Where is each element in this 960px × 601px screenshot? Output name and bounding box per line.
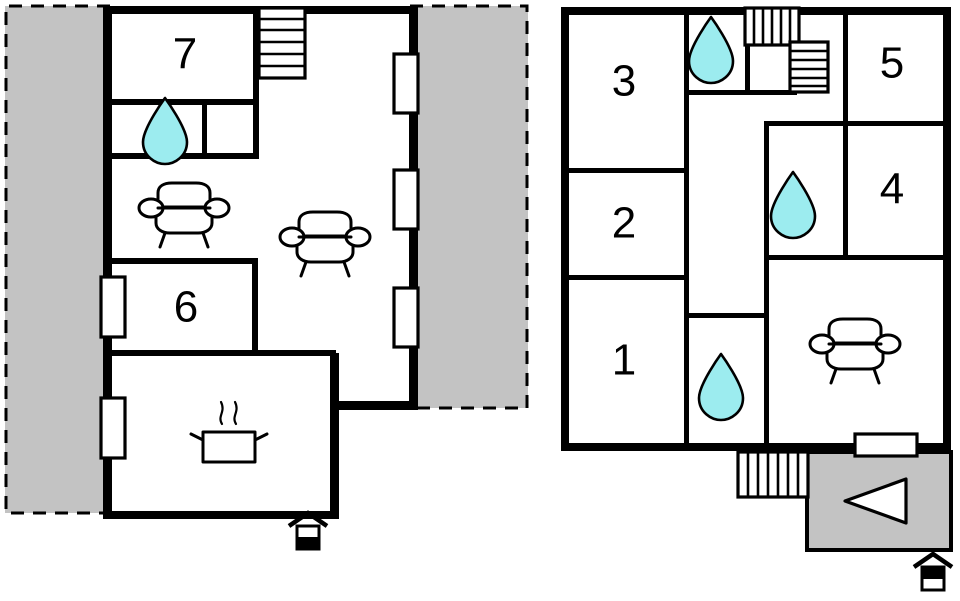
window-bottom-1 xyxy=(853,432,919,458)
water-drop-icon xyxy=(687,15,735,85)
terrace-east xyxy=(410,4,529,410)
window-right-1 xyxy=(392,52,420,115)
right-floor-plan: 3 2 1 5 4 xyxy=(561,6,954,592)
left-floor-plan: 7 6 xyxy=(4,4,529,551)
staircase-icon xyxy=(257,6,307,80)
right-interior-walls xyxy=(568,7,947,451)
room-label-6: 6 xyxy=(174,283,198,332)
room-label-5: 5 xyxy=(880,39,904,88)
room-label-1: 1 xyxy=(612,336,636,385)
water-drop-icon xyxy=(697,352,745,422)
carport xyxy=(805,450,953,552)
room-label-3: 3 xyxy=(612,57,636,106)
room-label-2: 2 xyxy=(612,199,636,248)
window-left-2 xyxy=(99,396,127,460)
window-right-2 xyxy=(392,168,420,231)
sofa-icon xyxy=(808,317,902,385)
staircase-icon xyxy=(743,6,830,94)
cooking-pot-icon xyxy=(189,400,269,464)
staircase-icon xyxy=(736,450,810,499)
house-entrance-icon xyxy=(912,551,954,592)
left-interior-walls xyxy=(112,6,336,356)
water-drop-icon xyxy=(141,96,189,166)
house-entrance-icon xyxy=(287,510,329,551)
sofa-icon xyxy=(137,181,231,249)
sofa-icon xyxy=(278,210,372,278)
window-left-1 xyxy=(99,275,127,339)
direction-arrow-icon xyxy=(843,477,908,525)
water-drop-icon xyxy=(769,170,817,240)
window-right-3 xyxy=(392,286,420,349)
room-label-7: 7 xyxy=(173,30,197,79)
terrace-west xyxy=(4,4,110,515)
room-label-4: 4 xyxy=(880,165,904,214)
